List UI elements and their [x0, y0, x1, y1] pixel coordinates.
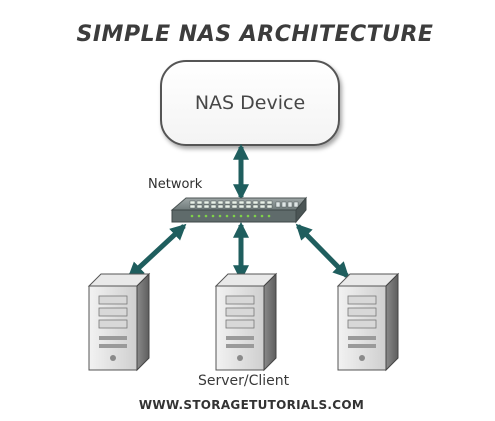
switch-led [190, 214, 194, 218]
switch-port [196, 200, 203, 205]
switch-port [238, 200, 245, 205]
switch-led [218, 214, 222, 218]
switch-port [210, 204, 217, 209]
switch-port [259, 200, 266, 205]
switch-port [217, 200, 224, 205]
website-url: WWW.STORAGETUTORIALS.COM [138, 398, 365, 412]
switch-port [252, 204, 259, 209]
switch-port [231, 204, 238, 209]
switch-led [239, 214, 243, 218]
server-tower-icon [214, 272, 278, 372]
switch-port [196, 204, 203, 209]
nas-device-box: NAS Device [160, 60, 340, 146]
switch-port [224, 204, 231, 209]
switch-uplink-port [287, 201, 293, 208]
network-switch-icon [170, 196, 308, 224]
switch-port [259, 204, 266, 209]
switch-led [232, 214, 236, 218]
switch-port [266, 200, 273, 205]
switch-port [203, 204, 210, 209]
switch-port [238, 204, 245, 209]
switch-uplink-port [275, 201, 281, 208]
switch-port [231, 200, 238, 205]
switch-port [252, 200, 259, 205]
arrow-switch-to-server-left [127, 223, 187, 279]
switch-led [197, 214, 201, 218]
switch-port [189, 204, 196, 209]
server-tower-icon [336, 272, 400, 372]
arrow-switch-to-server-right [295, 223, 350, 279]
switch-led [260, 214, 264, 218]
network-label: Network [148, 177, 203, 192]
switch-led [211, 214, 215, 218]
switch-led [246, 214, 250, 218]
switch-uplink-port [293, 201, 299, 208]
switch-port [266, 204, 273, 209]
switch-led [225, 214, 229, 218]
nas-device-label: NAS Device [194, 92, 306, 114]
switch-uplink-port [281, 201, 287, 208]
switch-port [210, 200, 217, 205]
switch-led [253, 214, 257, 218]
switch-port [245, 200, 252, 205]
server-client-label: Server/Client [198, 373, 290, 389]
switch-port [189, 200, 196, 205]
switch-led [267, 214, 271, 218]
server-tower-icon [87, 272, 151, 372]
switch-port [245, 204, 252, 209]
switch-port [203, 200, 210, 205]
switch-port [217, 204, 224, 209]
diagram-title: SIMPLE NAS ARCHITECTURE [76, 22, 434, 47]
switch-led [204, 214, 208, 218]
switch-port [224, 200, 231, 205]
